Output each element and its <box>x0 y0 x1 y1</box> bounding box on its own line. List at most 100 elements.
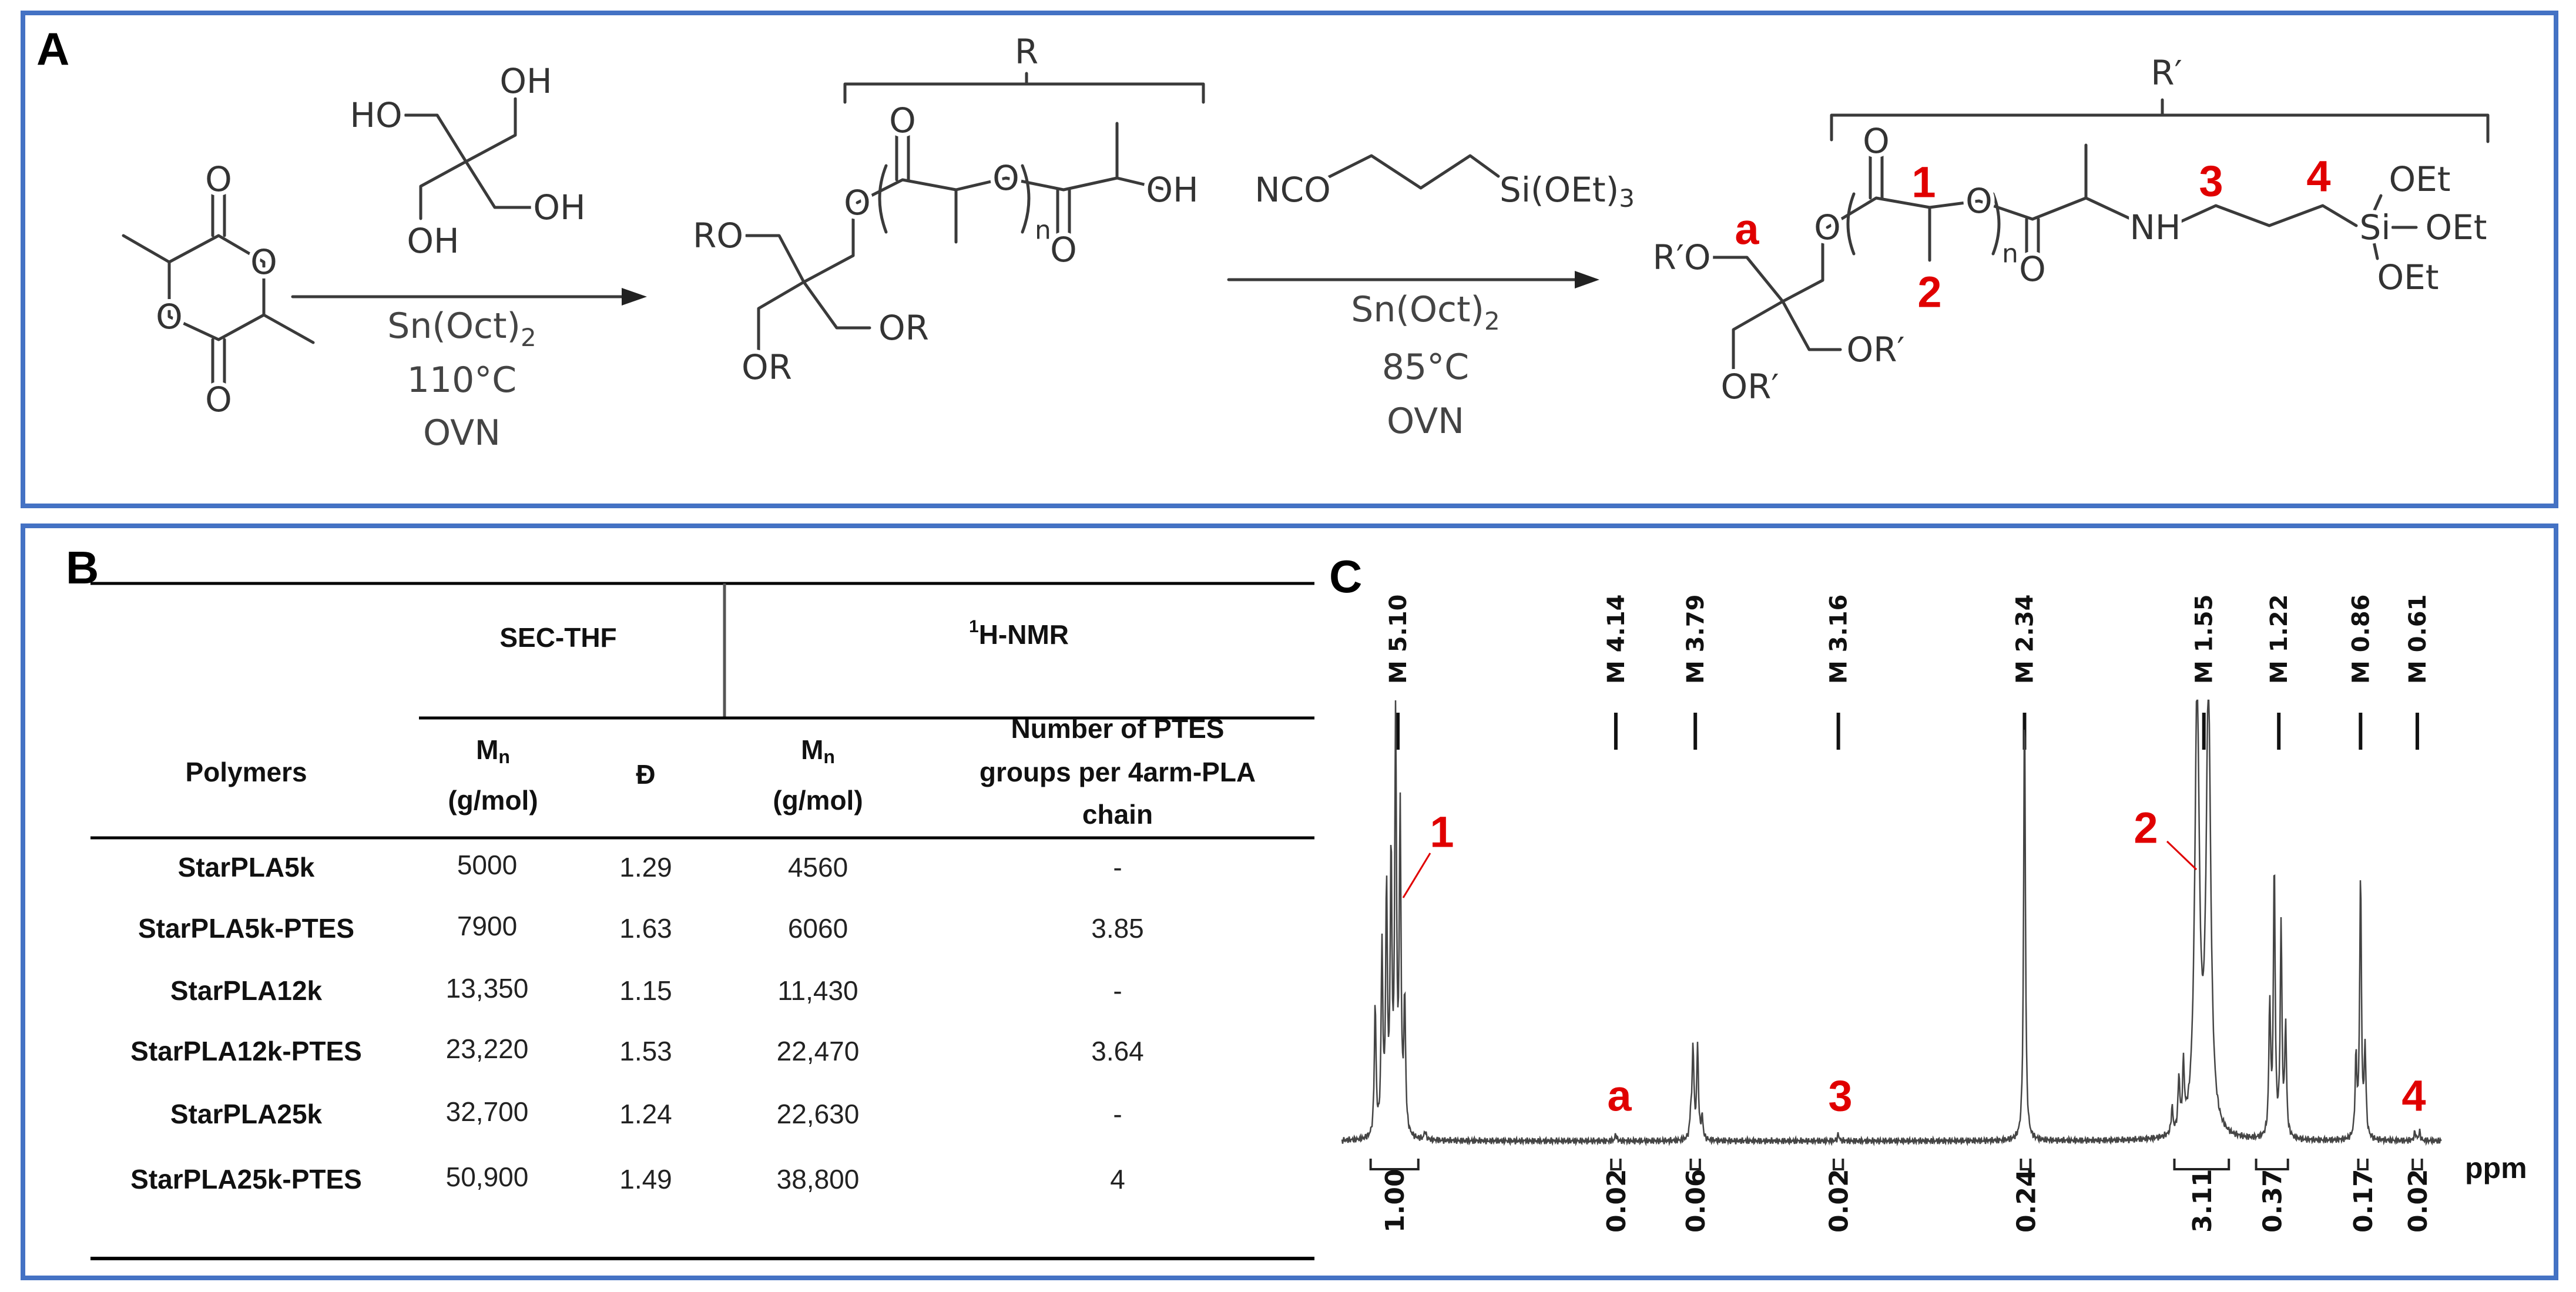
silane-group: Si(OEt) <box>1500 170 1619 210</box>
multiplet-label: M 5.10 <box>1385 595 1412 684</box>
atom-label: O <box>1965 181 1993 221</box>
column-header-dispersity: Đ <box>636 759 655 790</box>
step1-conditions: Sn(Oct)2 110°C OVN <box>387 306 536 454</box>
atom-label: OR <box>878 308 929 348</box>
integral-bracket <box>2173 1159 2230 1170</box>
column-header-mn-sec-unit: (g/mol) <box>448 785 538 816</box>
integral-value: 0.06 <box>1681 1169 1711 1233</box>
step2-conditions: Sn(Oct)2 85°C OVN <box>1351 289 1500 442</box>
panel-b-label: B <box>66 542 99 593</box>
repeat-bracket-close <box>1021 164 1031 234</box>
atom-label: O <box>205 380 232 420</box>
multiplet-label: M 3.16 <box>1826 595 1853 684</box>
assignment-label: 4 <box>2401 1072 2426 1120</box>
proton-marker-3: 3 <box>2199 157 2223 206</box>
cell-dispersity: 1.29 <box>619 852 672 882</box>
atom-label: O <box>156 297 183 337</box>
pentaerythritol-structure: HO OH OH OH <box>346 57 589 265</box>
repeat-n: n <box>2002 239 2018 269</box>
multiplet-label: M 1.55 <box>2191 595 2218 684</box>
integral-bracket <box>1610 1159 1622 1170</box>
catalyst: Sn(Oct) <box>387 306 521 347</box>
atom-label: OEt <box>2425 207 2487 247</box>
integral-value: 0.37 <box>2258 1169 2288 1233</box>
atom-label: OH <box>499 61 552 101</box>
column-header-mn-nmr-unit: (g/mol) <box>773 785 863 816</box>
row-polymer: StarPLA25k <box>170 1099 323 1129</box>
cell-mn-sec: 50,900 <box>446 1162 529 1192</box>
cell-dispersity: 1.53 <box>619 1036 672 1066</box>
group-r-prime-brace <box>1830 98 2490 143</box>
temperature: 85°C <box>1382 347 1469 388</box>
row-polymer: StarPLA12k <box>170 975 323 1006</box>
cell-dispersity: 1.49 <box>619 1164 672 1194</box>
atom-label: OH <box>1146 170 1198 210</box>
multiplet-label: M 0.86 <box>2347 595 2374 684</box>
assignment-label: 2 <box>2134 804 2158 853</box>
atom-label: HO <box>350 95 402 135</box>
atom-label: NH <box>2130 207 2181 247</box>
cell-mn-sec: 7900 <box>457 911 517 941</box>
atom-label: O <box>2019 249 2046 289</box>
integral-value: 0.02 <box>2403 1169 2433 1233</box>
integral-bracket <box>2020 1159 2032 1170</box>
cell-mn-sec: 5000 <box>457 850 517 880</box>
atom-label: O <box>844 183 871 223</box>
panel-c-label: C <box>1329 551 1362 602</box>
cell-mn-nmr: 22,470 <box>777 1036 860 1066</box>
cell-dispersity: 1.63 <box>619 913 672 944</box>
x-axis-unit: ppm <box>2465 1152 2527 1184</box>
row-polymer: StarPLA12k-PTES <box>130 1036 362 1066</box>
reaction-arrow-1 <box>291 288 647 306</box>
integral-value: 0.17 <box>2349 1169 2379 1233</box>
catalyst: Sn(Oct) <box>1351 289 1484 330</box>
star-pla-ptes-structure: R′O OR′ OR′ O O O O NH Si OEt OEt OEt n … <box>1648 49 2491 411</box>
integral-bracket <box>2255 1159 2289 1170</box>
cell-mn-nmr: 4560 <box>788 852 848 882</box>
group-header-1h-nmr: 1H-NMR <box>969 617 1069 650</box>
atom-label: O <box>1814 207 1841 247</box>
panel-a-frame <box>21 11 2558 508</box>
integral-value: 0.24 <box>2011 1169 2041 1233</box>
panel-b-table: B SEC-THF 1H-NMR Polymers Mn (g/mol) Đ M… <box>66 542 1314 1260</box>
star-pla-ptes-bonds <box>1705 143 2418 372</box>
panel-bc-frame <box>21 523 2558 1280</box>
multiplet-label: M 0.61 <box>2404 595 2431 684</box>
atom-label: O <box>1863 121 1890 161</box>
cell-mn-nmr: 22,630 <box>777 1099 860 1129</box>
column-header-polymers: Polymers <box>185 757 307 787</box>
assignment-label: a <box>1607 1072 1632 1120</box>
multiplet-label: M 4.14 <box>1603 595 1630 684</box>
group-r-prime-label: R′ <box>2151 53 2182 93</box>
integral-value: 1.00 <box>1380 1169 1410 1233</box>
panel-a-label: A <box>36 23 69 75</box>
column-header-ptes-line2: groups per 4arm-PLA <box>980 757 1256 787</box>
atom-label: Si <box>2360 207 2391 247</box>
group-r-label: R <box>1015 32 1038 72</box>
multiplet-label: M 1.22 <box>2266 595 2293 684</box>
svg-text:Sn(Oct)2: Sn(Oct)2 <box>387 306 536 352</box>
cell-ptes-count: 3.64 <box>1091 1036 1144 1066</box>
cell-dispersity: 1.15 <box>619 975 672 1006</box>
repeat-bracket-open <box>1846 192 1856 256</box>
reaction-arrow-2 <box>1227 271 1599 288</box>
lactide-bonds <box>122 185 315 392</box>
proton-marker-2: 2 <box>1917 268 1941 317</box>
proton-marker-1: 1 <box>1911 158 1936 207</box>
atom-label: OR <box>742 347 792 387</box>
atom-label: RO <box>693 216 743 256</box>
star-pla-structure: RO OR OR O O O O OH n R <box>689 28 1205 391</box>
panel-a: A O O O O HO OH OH OH Sn(Oct)2 110°C OVN <box>36 23 2491 454</box>
integral-value: 0.02 <box>1824 1169 1854 1233</box>
lactide-structure: O O O O <box>122 155 315 424</box>
catalyst-subscript: 2 <box>521 323 536 352</box>
row-polymer: StarPLA25k-PTES <box>130 1164 362 1194</box>
atom-label: OEt <box>2377 257 2439 297</box>
temperature: 110°C <box>407 360 516 401</box>
